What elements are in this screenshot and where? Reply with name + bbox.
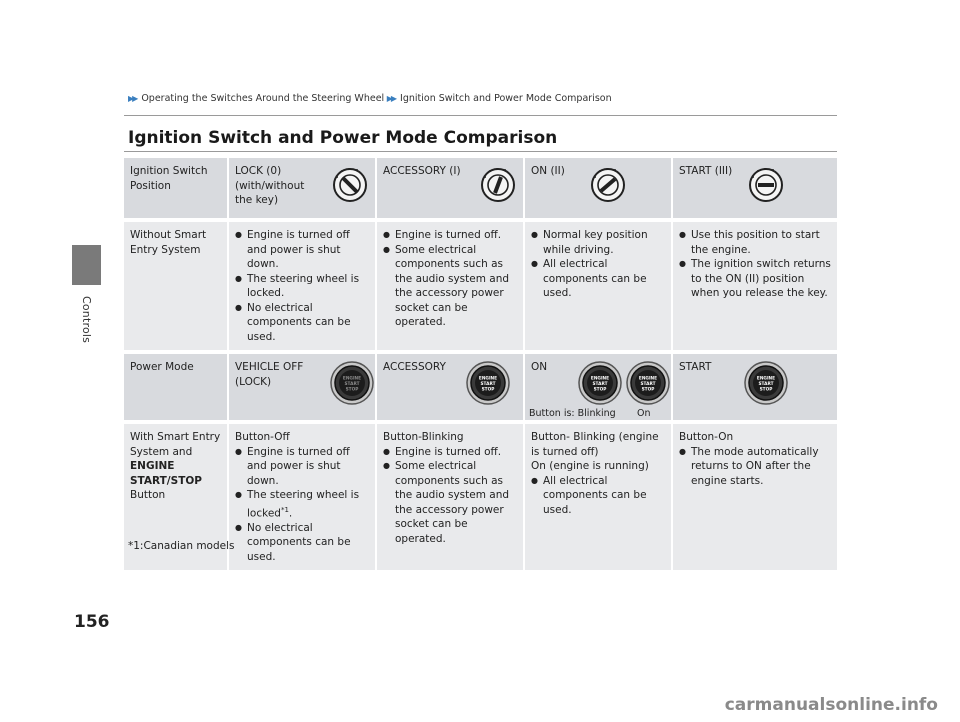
list-item: Engine is turned off and power is shut d… xyxy=(235,228,370,272)
svg-text:ENGINE: ENGINE xyxy=(639,376,657,382)
svg-text:STOP: STOP xyxy=(346,387,359,393)
ignition-header-row: Ignition Switch Position LOCK (0) (with/… xyxy=(124,158,837,222)
key-start-icon xyxy=(749,168,783,202)
list-item: Normal key position while driving. xyxy=(531,228,666,257)
list-item: Engine is turned off. xyxy=(383,228,518,243)
svg-text:STOP: STOP xyxy=(642,387,655,393)
with-accessory-cell: Button-Blinking Engine is turned off. So… xyxy=(376,422,525,574)
breadcrumb: ▶▶ Operating the Switches Around the Ste… xyxy=(128,93,612,104)
page-title: Ignition Switch and Power Mode Compariso… xyxy=(128,128,558,148)
footnote-mark: *1 xyxy=(280,505,289,514)
list-item: No electrical components can be used. xyxy=(235,521,370,565)
list-item: The steering wheel is locked. xyxy=(235,272,370,301)
header-divider xyxy=(124,115,837,116)
engine-button-blinking-icon: ENGINE START STOP xyxy=(578,361,622,405)
start-header: START (III) xyxy=(672,158,837,222)
svg-text:START: START xyxy=(640,381,655,387)
with-smart-entry-label: With Smart Entry System and ENGINE START… xyxy=(124,422,229,574)
blinking-caption: Button is: Blinking xyxy=(529,408,616,419)
with-off-cell: Button-Off Engine is turned off and powe… xyxy=(228,422,377,574)
chapter-tab-marker xyxy=(72,245,101,285)
lock-header: LOCK (0) (with/without the key) xyxy=(228,158,377,222)
key-lock-icon xyxy=(333,168,367,202)
list-item: The ignition switch returns to the ON (I… xyxy=(679,257,832,301)
power-mode-label: Power Mode xyxy=(124,352,229,424)
vehicle-off-header: VEHICLE OFF (LOCK) ENGINE START STOP xyxy=(228,352,377,424)
svg-text:STOP: STOP xyxy=(482,387,495,393)
engine-button-blinking-icon: ENGINE START STOP xyxy=(466,361,510,405)
without-accessory-cell: Engine is turned off. Some electrical co… xyxy=(376,220,525,354)
key-accessory-icon xyxy=(481,168,515,202)
without-smart-entry-label: Without Smart Entry System xyxy=(124,220,229,354)
svg-text:ENGINE: ENGINE xyxy=(343,376,361,382)
svg-text:START: START xyxy=(758,381,773,387)
breadcrumb-arrow-icon: ▶▶ xyxy=(128,94,138,103)
breadcrumb-section[interactable]: Operating the Switches Around the Steeri… xyxy=(141,93,385,104)
breadcrumb-topic[interactable]: Ignition Switch and Power Mode Compariso… xyxy=(400,93,612,104)
title-divider xyxy=(124,151,837,152)
accessory-mode-header: ACCESSORY ENGINE START STOP xyxy=(376,352,525,424)
engine-button-on-icon: ENGINE START STOP xyxy=(626,361,670,405)
start-mode-header: START ENGINE START STOP xyxy=(672,352,837,424)
key-on-icon xyxy=(591,168,625,202)
watermark: carmanualsonline.info xyxy=(724,695,938,715)
without-on-cell: Normal key position while driving. All e… xyxy=(524,220,673,354)
with-on-cell: Button- Blinking (engine is turned off) … xyxy=(524,422,673,574)
svg-text:START: START xyxy=(344,381,359,387)
list-item: All electrical components can be used. xyxy=(531,474,666,518)
on-mode-header: ON ENGINE START STOP ENGINE START STOP B… xyxy=(524,352,673,424)
svg-text:STOP: STOP xyxy=(760,387,773,393)
engine-button-on-icon: ENGINE START STOP xyxy=(744,361,788,405)
svg-text:STOP: STOP xyxy=(594,387,607,393)
list-item: The mode automatically returns to ON aft… xyxy=(679,445,832,489)
list-item: Engine is turned off. xyxy=(383,445,518,460)
without-lock-cell: Engine is turned off and power is shut d… xyxy=(228,220,377,354)
svg-text:ENGINE: ENGINE xyxy=(591,376,609,382)
breadcrumb-arrow-icon: ▶▶ xyxy=(386,94,397,103)
list-item: All electrical components can be used. xyxy=(531,257,666,301)
svg-text:START: START xyxy=(592,381,607,387)
list-item: Use this position to start the engine. xyxy=(679,228,832,257)
accessory-header: ACCESSORY (I) xyxy=(376,158,525,222)
list-item: No electrical components can be used. xyxy=(235,301,370,345)
ignition-header-label: Ignition Switch Position xyxy=(124,158,229,222)
on-header: ON (II) xyxy=(524,158,673,222)
with-smart-entry-row: With Smart Entry System and ENGINE START… xyxy=(124,422,837,574)
list-item: Engine is turned off and power is shut d… xyxy=(235,445,370,489)
svg-text:ENGINE: ENGINE xyxy=(479,376,497,382)
power-mode-header-row: Power Mode VEHICLE OFF (LOCK) ENGINE STA… xyxy=(124,352,837,424)
list-item: The steering wheel is locked*1. xyxy=(235,488,370,521)
engine-button-off-icon: ENGINE START STOP xyxy=(330,361,374,405)
comparison-table: Ignition Switch Position LOCK (0) (with/… xyxy=(124,158,837,574)
with-start-cell: Button-On The mode automatically returns… xyxy=(672,422,837,574)
svg-text:START: START xyxy=(480,381,495,387)
on-caption: On xyxy=(637,408,651,419)
list-item: Some electrical components such as the a… xyxy=(383,243,518,330)
without-smart-entry-row: Without Smart Entry System Engine is tur… xyxy=(124,220,837,354)
svg-text:ENGINE: ENGINE xyxy=(757,376,775,382)
list-item: Some electrical components such as the a… xyxy=(383,459,518,546)
page-number: 156 xyxy=(74,612,110,632)
chapter-label: Controls xyxy=(80,296,93,344)
footnote: *1:Canadian models xyxy=(128,540,235,552)
without-start-cell: Use this position to start the engine. T… xyxy=(672,220,837,354)
